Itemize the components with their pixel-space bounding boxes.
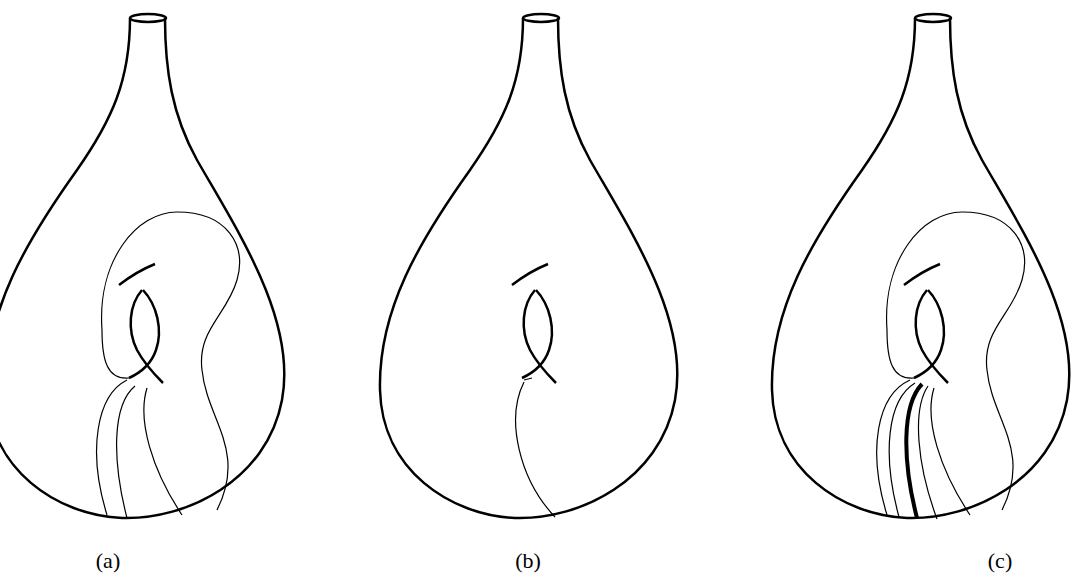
surface-b — [380, 14, 677, 518]
panel-label: (c) — [988, 548, 1012, 574]
surface-c — [772, 14, 1069, 519]
panel-label: (b) — [515, 548, 541, 574]
panel-label: (a) — [96, 548, 120, 574]
surface-a — [0, 14, 284, 518]
